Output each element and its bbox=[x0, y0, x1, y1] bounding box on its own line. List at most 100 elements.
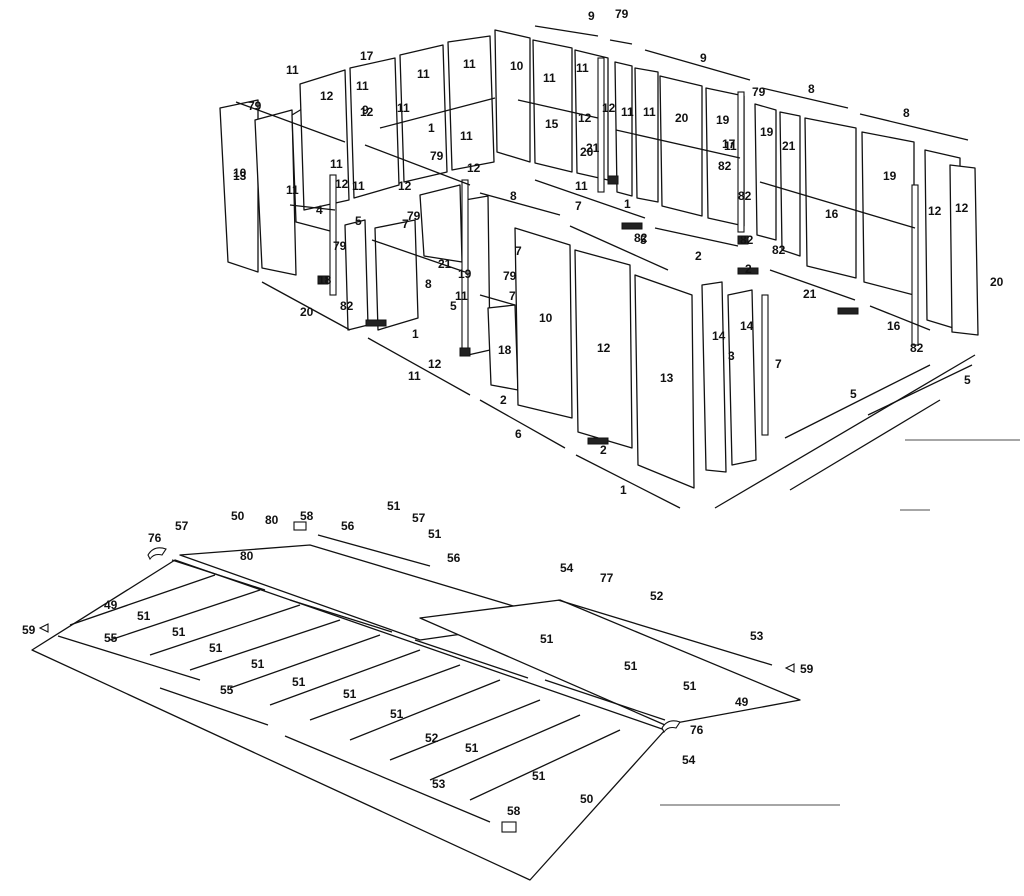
bracket bbox=[837, 307, 859, 315]
part-number-label: 51 bbox=[251, 657, 265, 671]
wall-panel bbox=[861, 131, 915, 296]
part-number-label: 56 bbox=[341, 519, 355, 533]
part-number-label: 11 bbox=[576, 61, 589, 75]
part-number-label: 8 bbox=[903, 106, 910, 120]
part-number-label: 21 bbox=[438, 257, 452, 271]
part-number-label: 79 bbox=[430, 149, 444, 163]
part-number-label: 51 bbox=[137, 609, 151, 623]
part-number-label: 11 bbox=[330, 157, 343, 171]
part-number-label: 12 bbox=[578, 111, 592, 125]
part-number-label: 11 bbox=[286, 63, 299, 77]
wall-panel bbox=[532, 39, 573, 173]
part-number-label: 7 bbox=[515, 244, 522, 258]
part-number-label: 20 bbox=[675, 111, 689, 125]
part-number-label: 7 bbox=[775, 357, 782, 371]
part-number-label: 51 bbox=[292, 675, 306, 689]
part-number-label: 79 bbox=[248, 99, 262, 113]
part-number-label: 2 bbox=[600, 443, 607, 457]
part-number-label: 51 bbox=[390, 707, 404, 721]
clip bbox=[38, 623, 49, 633]
part-number-label: 11 bbox=[356, 79, 369, 93]
part-number-label: 5 bbox=[640, 233, 647, 247]
part-number-label: 77 bbox=[600, 571, 614, 585]
part-number-label: 12 bbox=[335, 177, 349, 191]
part-number-label: 20 bbox=[580, 145, 594, 159]
part-number-label: 16 bbox=[825, 207, 839, 221]
part-number-label: 54 bbox=[682, 753, 696, 767]
bracket bbox=[737, 267, 759, 275]
part-number-label: 51 bbox=[209, 641, 223, 655]
part-number-label: 15 bbox=[545, 117, 559, 131]
part-number-label: 20 bbox=[300, 305, 314, 319]
part-number-label: 13 bbox=[233, 169, 247, 183]
part-number-label: 10 bbox=[510, 59, 524, 73]
part-number-label: 12 bbox=[320, 89, 334, 103]
part-number-label: 82 bbox=[772, 243, 786, 257]
part-number-label: 51 bbox=[465, 741, 479, 755]
part-number-label: 12 bbox=[360, 105, 374, 119]
deck-dividers bbox=[69, 574, 621, 801]
part-number-label: 11 bbox=[397, 101, 410, 115]
part-number-label: 5 bbox=[450, 299, 457, 313]
part-number-label: 17 bbox=[722, 137, 736, 151]
part-number-label: 9 bbox=[362, 103, 369, 117]
wall-panel bbox=[804, 117, 857, 279]
end-cap bbox=[147, 547, 167, 561]
part-number-label: 12 bbox=[955, 201, 969, 215]
part-number-label: 53 bbox=[432, 777, 446, 791]
part-number-label: 82 bbox=[740, 233, 754, 247]
part-number-label: 11 bbox=[463, 57, 476, 71]
wall-panel bbox=[344, 219, 369, 331]
part-number-label: 19 bbox=[760, 125, 774, 139]
part-number-label: 51 bbox=[624, 659, 638, 673]
part-number-label: 51 bbox=[532, 769, 546, 783]
part-number-label: 53 bbox=[750, 629, 764, 643]
wall-panel bbox=[614, 61, 633, 197]
part-number-label: 51 bbox=[428, 527, 442, 541]
clip bbox=[784, 663, 795, 673]
sill-channels bbox=[261, 281, 976, 509]
part-number-label: 50 bbox=[231, 509, 245, 523]
wall-panel bbox=[727, 289, 757, 466]
part-number-label: 19 bbox=[716, 113, 730, 127]
part-number-label: 59 bbox=[22, 623, 36, 637]
part-number-label: 5 bbox=[850, 387, 857, 401]
part-number-label: 59 bbox=[800, 662, 814, 676]
part-number-label: 5 bbox=[964, 373, 971, 387]
part-number-label: 76 bbox=[148, 531, 162, 545]
part-number-label: 52 bbox=[425, 731, 439, 745]
bracket bbox=[587, 437, 609, 445]
part-number-label: 10 bbox=[539, 311, 553, 325]
part-number-label: 80 bbox=[240, 549, 254, 563]
wall-panel bbox=[399, 44, 448, 183]
part-number-label: 11 bbox=[460, 129, 473, 143]
wall-panel bbox=[494, 29, 531, 163]
wall-panel bbox=[447, 35, 495, 171]
part-number-label: 7 bbox=[575, 199, 582, 213]
part-number-label: 82 bbox=[910, 341, 924, 355]
wall-panel bbox=[659, 75, 703, 217]
bracket bbox=[621, 222, 643, 230]
part-number-label: 21 bbox=[586, 141, 600, 155]
part-number-label: 55 bbox=[220, 683, 234, 697]
part-number-label: 1 bbox=[428, 121, 435, 135]
post bbox=[597, 57, 605, 193]
part-number-label: 17 bbox=[360, 49, 374, 63]
part-number-label: 2 bbox=[500, 393, 507, 407]
part-number-label: 51 bbox=[540, 632, 554, 646]
wall-panel bbox=[299, 69, 350, 211]
part-number-label: 4 bbox=[316, 203, 323, 217]
part-number-label: 56 bbox=[447, 551, 461, 565]
wall-panel bbox=[374, 219, 419, 331]
part-number-label: 11 bbox=[643, 105, 656, 119]
part-number-label: 19 bbox=[458, 267, 472, 281]
wall-panel bbox=[754, 103, 777, 241]
deck-rails bbox=[57, 534, 773, 823]
part-number-label: 12 bbox=[467, 161, 481, 175]
part-number-label: 51 bbox=[172, 625, 186, 639]
part-number-label: 20 bbox=[990, 275, 1004, 289]
part-number-label: 76 bbox=[690, 723, 704, 737]
part-number-label: 55 bbox=[104, 631, 118, 645]
